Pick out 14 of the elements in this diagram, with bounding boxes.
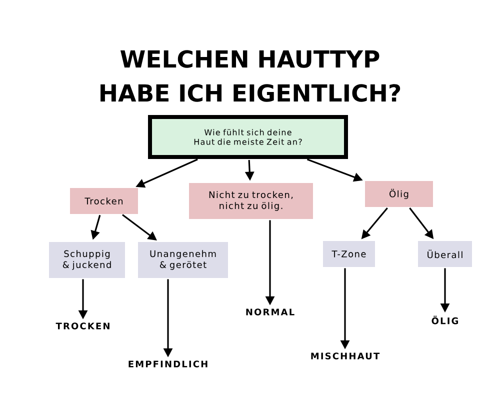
skin-type-label: MISCHHAUT [311,352,380,360]
option-box: T-Zone [323,241,375,267]
skin-type-label: NORMAL [246,308,294,316]
title: WELCHEN HAUTTYP HABE ICH EIGENTLICH? [100,50,400,102]
answer-box: Trocken [70,188,138,214]
answer-box: Ölig [365,181,433,207]
option-box: Überall [418,241,472,267]
option-box: Schuppig & juckend [49,242,125,278]
answer-box: Nicht zu trocken, nicht zu ölig. [189,183,313,219]
question-box: Wie fühlt sich deine Haut die meiste Zeit an? [148,115,348,159]
skin-type-label: EMPFINDLICH [128,360,208,368]
option-box: Unangenehm & gerötet [138,242,228,278]
skin-type-label: ÖLIG [432,316,458,324]
skin-type-label: TROCKEN [56,322,110,330]
